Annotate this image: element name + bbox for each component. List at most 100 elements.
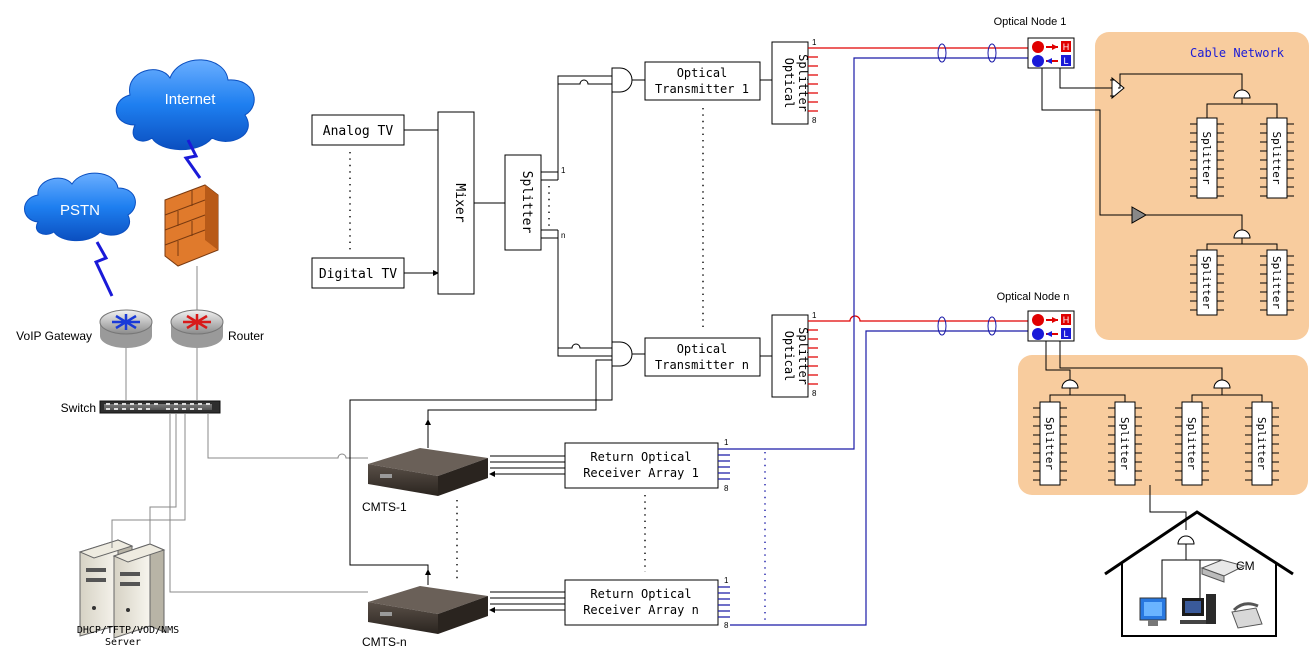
splitter-label: Splitter [1200,132,1213,185]
server-icon [78,539,166,639]
rxn-line1: Return Optical [590,587,691,601]
rx1-line2: Receiver Array 1 [583,466,699,480]
switch-to-cmtsn-link [169,413,368,593]
rx1-port-8: 8 [724,484,729,493]
router-icon [170,309,224,348]
tx1-line1: Optical [677,66,728,80]
fiber-ports [808,320,818,385]
mixer-box [437,111,475,295]
optical-transmitter-n [644,337,761,377]
coax-link [1041,68,1132,216]
combiner-icon [611,67,633,93]
optical-transmitter-1 [644,61,761,101]
optical-node-1-label: Optical Node 1 [994,16,1067,28]
upstream-fiber-1 [730,57,1030,450]
rx-to-cmtsn-link [490,591,565,610]
coax-link [1045,341,1223,380]
server-label: DHCP/TFTP/VOD/NMS [77,625,179,636]
tap-ports [1033,407,1067,481]
splitter-box [504,154,542,251]
cmts-n-label: CMTS-n [362,635,407,648]
osplit1-port-1: 1 [812,38,817,47]
switch-to-server-link [111,413,186,548]
firewall-icon [164,184,219,267]
cable-network-panel-n [1018,355,1308,495]
pstn-label: PSTN [60,202,100,219]
server-label-line2: Server [105,637,141,648]
node1-l: L [1063,56,1068,66]
noden-l: L [1063,329,1068,339]
rx1-port-1: 1 [724,438,729,447]
cmts-1-label: CMTS-1 [362,500,407,514]
coax-link [1049,388,1263,402]
computer-icon [1180,594,1216,624]
osplitn-line1: Optical [782,331,796,382]
tap-ports [1175,407,1209,481]
link [557,238,612,357]
tap-ports [1190,123,1224,197]
lightning-icon [183,139,202,179]
cmts-1-icon [368,448,488,496]
rxn-port-1: 1 [724,576,729,585]
router-to-switch-link [125,348,198,401]
tap-icon [1177,535,1195,545]
fiber-ports [808,47,818,112]
optical-splitter-n [771,314,809,398]
osplit1-line2: Splitter [796,54,810,112]
splitter-box [1266,117,1288,199]
tap-icon [1061,379,1079,389]
coax-link [1206,98,1278,250]
tap-ports [1190,255,1224,311]
optical-node-n: H L [1027,310,1075,342]
splitter-label: Splitter [1255,417,1268,470]
tv-to-mixer-link [404,129,438,273]
tap-ports [1260,123,1294,197]
fiber-ports [718,448,730,480]
splitter-label: Splitter [1118,417,1131,470]
tap-ports [1108,407,1142,481]
combiner-icon [611,341,633,367]
rx1-line1: Return Optical [590,450,691,464]
osplitn-port-1: 1 [812,311,817,320]
voip-gateway-icon [99,309,153,348]
cable-network-title: Cable Network [1190,46,1285,60]
txn-line2: Transmitter n [655,358,749,372]
tap-icon [1213,379,1231,389]
fiber-coil-icon [937,43,997,336]
cm-label: CM [1236,559,1255,573]
rx-to-cmts1-link [490,455,565,474]
switch-label: Switch [61,401,96,415]
splitter-ports [541,171,558,239]
splitter-label: Splitter [1270,256,1283,309]
noden-h: H [1063,315,1070,325]
internet-label: Internet [165,91,217,108]
tx1-line2: Transmitter 1 [655,82,749,96]
cable-modem-icon [1200,559,1246,583]
link [632,79,645,355]
optical-node-1: H L [1027,37,1075,69]
link [557,75,612,172]
amplifier-icon [1110,76,1125,100]
switch-icon [99,400,221,414]
cmts-n-icon [368,586,488,634]
splitter-label: Splitter [1185,417,1198,470]
tap-icon [1233,229,1251,239]
osplit1-port-8: 8 [812,116,817,125]
switch-to-cmts1-link [207,413,368,459]
splitter-label: Splitter [1270,132,1283,185]
fiber-ports [718,586,730,618]
return-optical-receiver-array-n [564,579,719,626]
downstream-fiber-n [818,315,1030,322]
tap-ports [1260,255,1294,311]
switch-to-server-link [149,413,177,545]
optical-node-n-label: Optical Node n [997,291,1070,303]
mixer-label: Mixer [452,183,467,222]
voip-gateway-label: VoIP Gateway [16,329,92,343]
tap-icon [1233,89,1251,99]
link [557,230,612,349]
splitter-port-1: 1 [561,166,566,175]
upstream-fiber-n [730,330,1030,626]
cmts1-to-combiner-link [427,359,612,445]
